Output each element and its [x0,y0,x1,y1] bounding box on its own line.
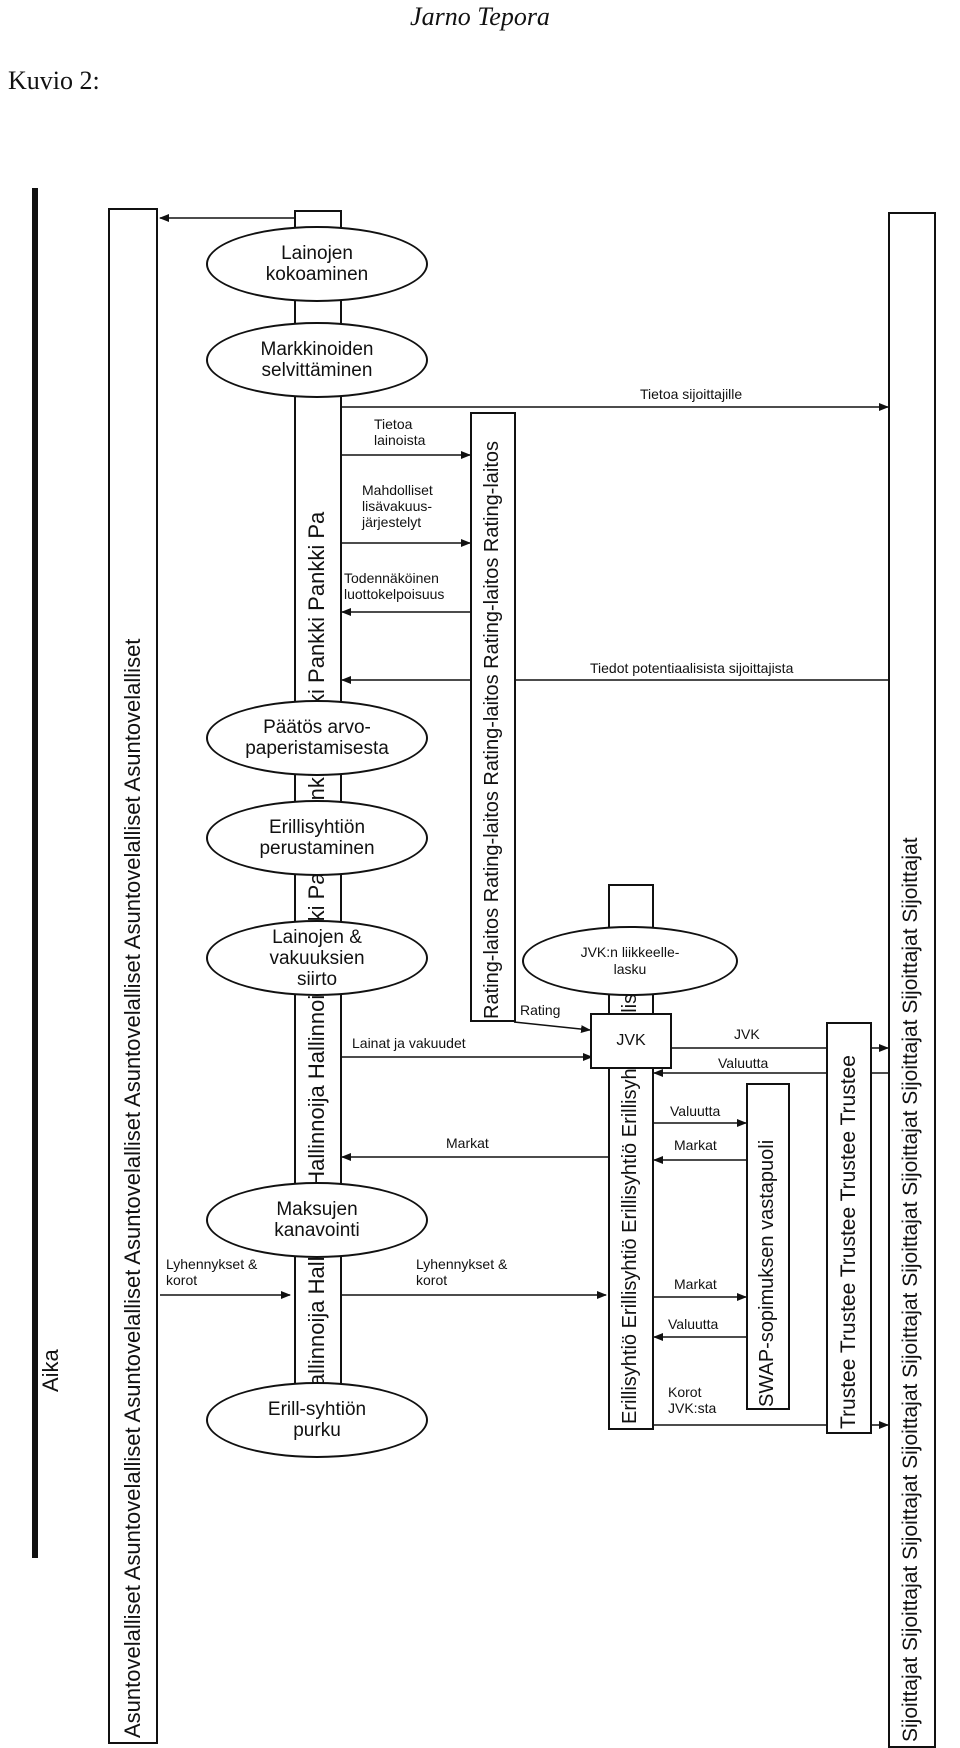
process-paatos: Päätös arvo-paperistamisesta [206,700,428,776]
label-lyhennykset-mid: Lyhennykset & korot [416,1256,508,1288]
lane-borrowers-label: Asuntovelalliset Asuntovelalliset Asunto… [120,638,145,1738]
figure-label: Kuvio 2: [8,66,100,95]
process-jvk-liikkeellelasku: JVK:n liikkeelle-lasku [522,926,738,996]
label-todennakoinen: Todennäköinen luottokelpoisuus [344,570,445,602]
label-tietoa-lainoista: Tietoa lainoista [374,416,426,448]
lane-investors: Sijoittajat Sijoittajat Sijoittajat Sijo… [888,212,936,1748]
label-tietoa-sijoittajille: Tietoa sijoittajille [640,386,743,402]
lane-swap: SWAP-sopimuksen vastapuoli [746,1083,790,1410]
lane-trustee-label: Trustee Trustee Trustee Trustee Trustee [837,1055,860,1429]
label-rating: Rating [520,1002,561,1018]
lane-rating-label: Rating-laitos Rating-laitos Rating-laito… [481,440,503,1019]
label-markat-swap1: Markat [674,1137,717,1153]
label-korot-jvk: Korot JVK:sta [668,1384,717,1416]
process-markkinoiden-selvittaminen: Markkinoiden selvittäminen [206,322,428,398]
process-siirto: Lainojen & vakuuksien siirto [206,920,428,996]
label-jvk-flow: JVK [734,1026,760,1042]
label-markat-swap2: Markat [674,1276,717,1292]
lane-investors-label: Sijoittajat Sijoittajat Sijoittajat Sijo… [899,837,922,1742]
process-lainojen-kokoaminen: Lainojen kokoaminen [206,226,428,302]
label-mahdolliset: Mahdolliset lisävakuus-järjestelyt [362,482,433,530]
diagram-connectors [32,188,889,1558]
label-lainat-ja-vakuudet: Lainat ja vakuudet [352,1035,466,1051]
lane-trustee: Trustee Trustee Trustee Trustee Trustee [826,1022,872,1434]
time-axis-label: Aika [38,1349,63,1392]
process-purku: Erill-syhtiön purku [206,1382,428,1458]
label-valuutta-in: Valuutta [718,1055,769,1071]
process-maksujen-kanavointi: Maksujen kanavointi [206,1182,428,1258]
label-lyhennykset-left: Lyhennykset & korot [166,1256,258,1288]
label-tiedot-potentiaalisista: Tiedot potentiaalisista sijoittajista [590,660,794,676]
lane-borrowers: Asuntovelalliset Asuntovelalliset Asunto… [108,208,158,1744]
process-erillisyhtion-perustaminen: Erillisyhtiön perustaminen [206,800,428,876]
label-valuutta-swap2: Valuutta [668,1316,719,1332]
author-header: Jarno Tepora [410,2,550,31]
label-valuutta-swap1: Valuutta [670,1103,721,1119]
arrow-rating [513,1021,591,1034]
label-markat-back: Markat [446,1135,489,1151]
lane-swap-label: SWAP-sopimuksen vastapuoli [756,1139,778,1407]
jvk-box: JVK [590,1013,672,1069]
lane-rating: Rating-laitos Rating-laitos Rating-laito… [470,412,516,1022]
